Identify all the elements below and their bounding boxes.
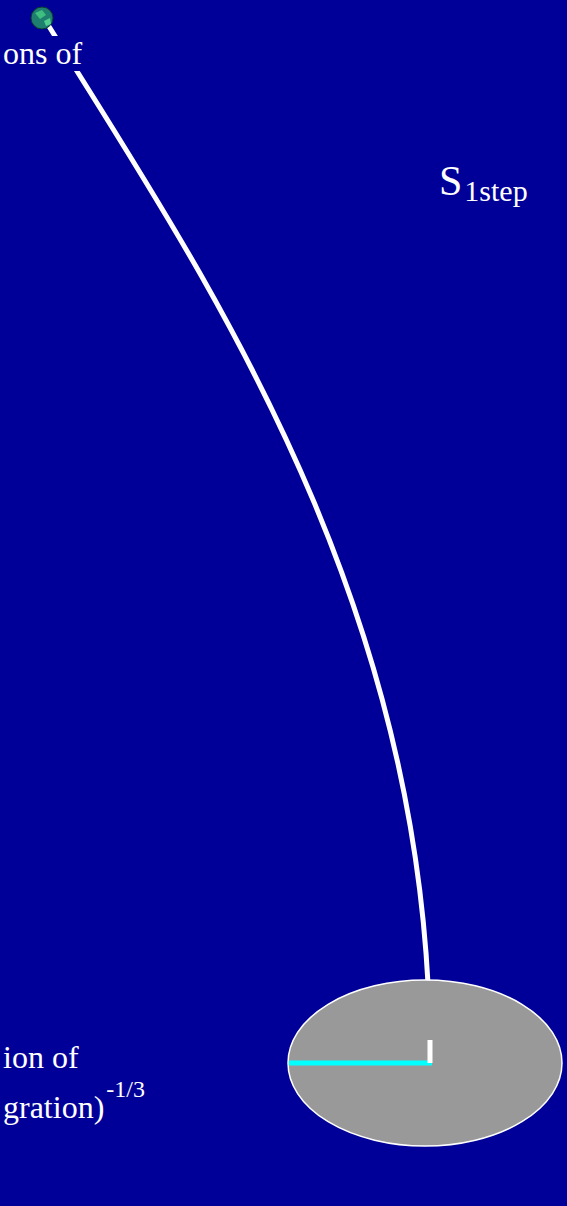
trajectory-end xyxy=(428,1040,433,1063)
path-label-subscript: 1step xyxy=(463,174,528,207)
grey-ellipse xyxy=(288,980,562,1146)
partial-text: ons of xyxy=(2,36,83,71)
path-label: S xyxy=(438,158,463,204)
exponent: -1/3 xyxy=(105,1076,146,1102)
trajectory-curve xyxy=(45,20,430,1063)
partial-text: gration) xyxy=(2,1090,105,1125)
earth-icon xyxy=(31,7,53,29)
radius-line xyxy=(289,1061,432,1066)
partial-text: ion of xyxy=(2,1040,80,1075)
